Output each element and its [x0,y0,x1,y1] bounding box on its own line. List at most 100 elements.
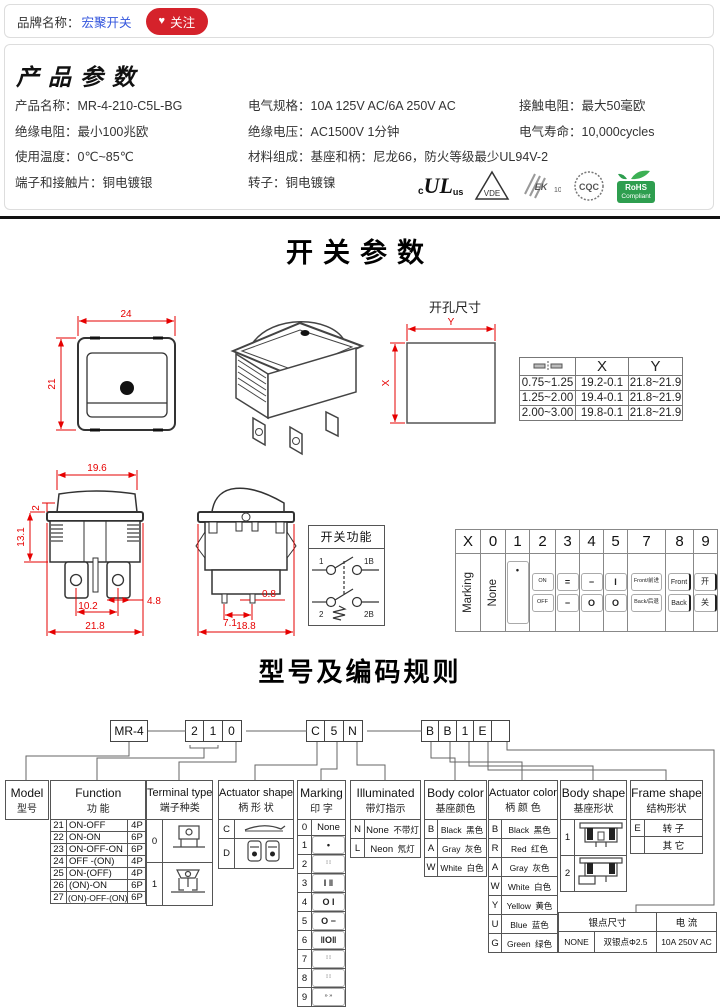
table-row: 27(ON)-OFF-(ON)6P [50,891,147,904]
table-row: NONE 双银点Φ2.5 10A 250V AC [558,931,717,953]
certification-icons: c UL us VDE EK 10 CQC RoHS Compliant [418,166,655,206]
cqc-cert-icon: CQC [574,171,605,201]
front-view-dimensions [56,316,176,431]
mark-head: 5 [603,529,628,554]
cell: 23 [50,843,67,856]
follow-button[interactable]: ♥ 关注 [145,7,209,35]
spec-product-name: 产品名称：MR-4-210-C5L-BG [15,99,183,113]
cell: 26 [50,879,67,892]
switch-function-circuit: 1 1B 2 2B [312,556,379,621]
code-model-box: MR-4 [110,720,148,742]
table-row: W White 白色 [487,876,558,896]
mark-head: 4 [579,529,604,554]
code-group-2: C 5 N [305,720,363,742]
cell: D [218,838,235,869]
cell [630,836,645,854]
panel-section-icon [533,361,562,371]
follow-label: 关注 [170,15,196,30]
cell: 0 [145,819,164,863]
cell: 转 子 [644,819,703,837]
cell: 4P [127,819,147,832]
terminal-2: 2 [319,610,324,619]
cell: ON-OFF [65,819,129,832]
ul-c: c [418,186,424,197]
actuator-shape-c-icon [234,819,294,839]
table-row: 7⁞ ⁞ [297,949,346,969]
cell: Black 黑色 [437,819,487,839]
brand-name-link[interactable]: 宏聚开关 [81,15,132,30]
table-row: W White 白色 [424,857,487,877]
cell: 22 [50,831,67,844]
mark-head: 1 [505,529,530,554]
switch-section-view [46,490,144,599]
section-view-dimensions [24,470,144,636]
rohs-cert-icon: RoHS Compliant [617,169,655,203]
body-shape-2-icon [574,855,627,892]
table-row: E 转 子 [630,819,703,837]
cell: OFF -(ON) [65,855,129,868]
mark-cell-9: 开 关 [693,553,718,632]
table-row: 8⁞ ⁞ [297,968,346,988]
brand-bar: 品牌名称： 宏聚开关 ♥ 关注 [4,4,714,38]
spec-electrical-rating: 电气规格：10A 125V AC/6A 250V AC [248,99,456,113]
switch-function-title: 开关功能 [309,526,384,549]
spec-material: 材料组成：基座和柄：尼龙66，防火等级最少UL94V-2 [248,150,549,164]
product-params-panel [4,44,714,210]
dim-0-8: 0.8 [262,589,276,600]
svg-text:EK: EK [535,182,549,192]
table-row: X Y [519,357,683,376]
cell: 6P [127,831,147,844]
cell: 2 [560,855,575,892]
cell: 19.8-0.1 [575,405,629,421]
cell: White 白色 [437,857,487,877]
switch-drawings-top: 24 21 开孔尺寸 Y X [47,300,496,456]
cell: L [350,838,365,858]
cell: 21.8~21.9 [628,390,683,406]
code-connector-lines [25,730,715,912]
table-row: B Black 黑色 [424,819,487,839]
panel-thickness-icon-cell [519,357,576,376]
terminal-1b: 1B [364,557,374,566]
cell: 1 [145,862,164,906]
cell: ON-(OFF) [65,867,129,880]
terminal-type-0-icon [162,819,214,863]
cell: Red 红色 [501,838,558,858]
cell: 9 [297,987,312,1007]
table-row: L Neon 氖灯 [350,838,421,858]
table-row: 1.25~2.00 19.4-0.1 21.8~21.9 [519,390,683,406]
spec-contact-resistance: 接触电阻：最大50毫欧 [519,99,646,113]
table-row: 1 [560,819,627,856]
cell: G [487,933,503,953]
cell: O I [311,892,346,912]
spec-insulation-resistance: 绝缘电阻：最小100兆欧 [15,125,149,139]
table-row: 2 [560,855,627,892]
rohs-label: RoHS [625,183,647,193]
product-params-title: 产品参数 [16,65,144,90]
svg-text:CQC: CQC [579,182,600,192]
cell: ⁞ ⁞ [311,968,346,988]
dim-19-6: 19.6 [87,463,107,474]
heart-icon: ♥ [158,14,166,27]
mark-cell-8: Front Back [665,553,694,632]
table-row: A Gray 灰色 [424,838,487,858]
cell: 0 [297,819,312,836]
dim-13-1: 13.1 [16,527,27,547]
